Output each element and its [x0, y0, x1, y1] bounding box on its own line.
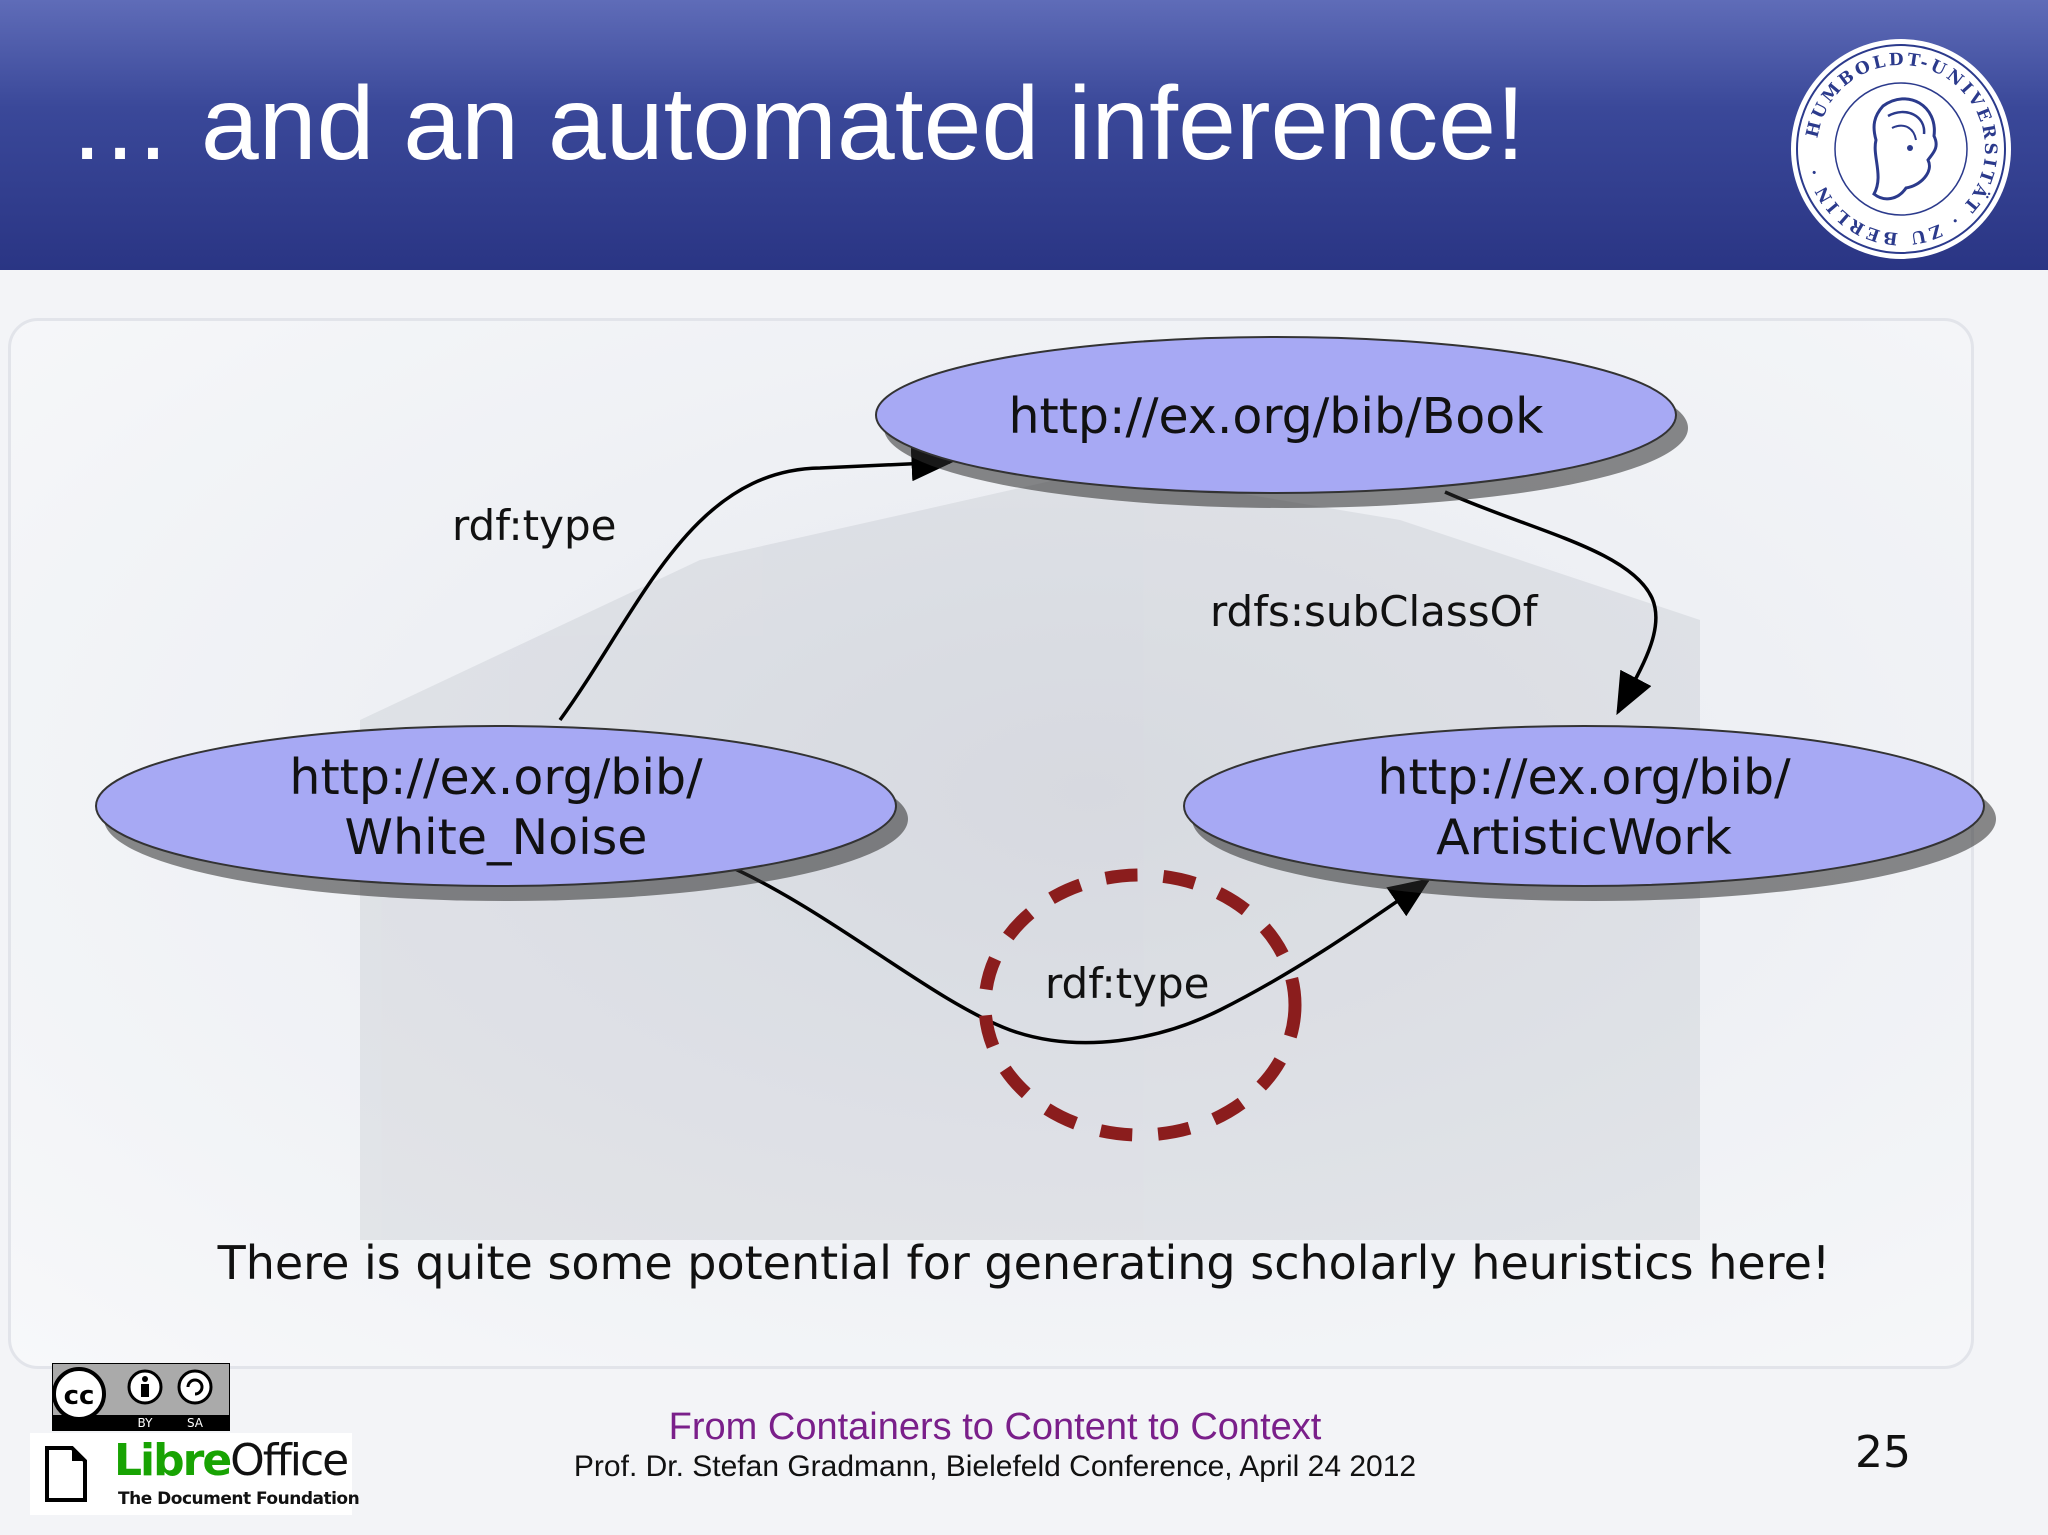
- node-artistic-work: http://ex.org/bib/ ArtisticWork: [1183, 725, 1996, 901]
- edge-label-rdf-type-inferred: rdf:type: [1045, 959, 1209, 1008]
- node-book: http://ex.org/bib/Book: [875, 336, 1688, 508]
- page-number: 25: [1855, 1427, 1911, 1478]
- inference-highlight-circle: [978, 868, 1302, 1142]
- libreoffice-logo: LibreOffice The Document Foundation: [30, 1433, 360, 1515]
- edge-white-noise-to-artistic-work-inferred: [721, 861, 1431, 1045]
- edge-label-rdfs-subclassof: rdfs:subClassOf: [1210, 587, 1539, 636]
- university-seal-logo: HUMBOLDT-UNIVERSITÄT · ZU BERLIN ·: [1791, 39, 2011, 259]
- building-photo-background: [360, 470, 1700, 1240]
- slide-caption: There is quite some potential for genera…: [217, 1236, 1831, 1290]
- footer-subtitle: Prof. Dr. Stefan Gradmann, Bielefeld Con…: [573, 1450, 1417, 1483]
- libreoffice-wordmark: LibreOffice: [114, 1439, 349, 1483]
- document-icon: [45, 1446, 87, 1502]
- edge-white-noise-to-book: [558, 446, 954, 722]
- cc-badge-sa-text: SA: [187, 1416, 204, 1430]
- footer-title: From Containers to Content to Context: [668, 1406, 1322, 1448]
- node-white-noise-label-line1: http://ex.org/bib/: [289, 749, 703, 806]
- libreoffice-wordmark-office: Office: [230, 1435, 349, 1486]
- edge-book-to-artistic-work: [1444, 490, 1658, 716]
- libreoffice-tagline: The Document Foundation: [118, 1489, 360, 1509]
- slide-header: … and an automated inference! HUMBOLDT-U…: [0, 0, 2048, 270]
- node-white-noise-label-line2: White_Noise: [345, 809, 648, 866]
- node-book-label: http://ex.org/bib/Book: [1008, 388, 1544, 445]
- cc-badge-cc-text: cc: [64, 1381, 95, 1411]
- libreoffice-wordmark-libre: Libre: [114, 1435, 232, 1486]
- cc-badge-by-text: BY: [138, 1416, 154, 1430]
- slide-title: … and an automated inference!: [68, 66, 1525, 182]
- creative-commons-by-sa-badge: cc BY SA: [52, 1363, 230, 1431]
- edge-label-rdf-type-top: rdf:type: [452, 501, 616, 550]
- node-artistic-work-label-line2: ArtisticWork: [1436, 809, 1732, 866]
- node-artistic-work-label-line1: http://ex.org/bib/: [1377, 749, 1791, 806]
- node-white-noise: http://ex.org/bib/ White_Noise: [95, 725, 908, 901]
